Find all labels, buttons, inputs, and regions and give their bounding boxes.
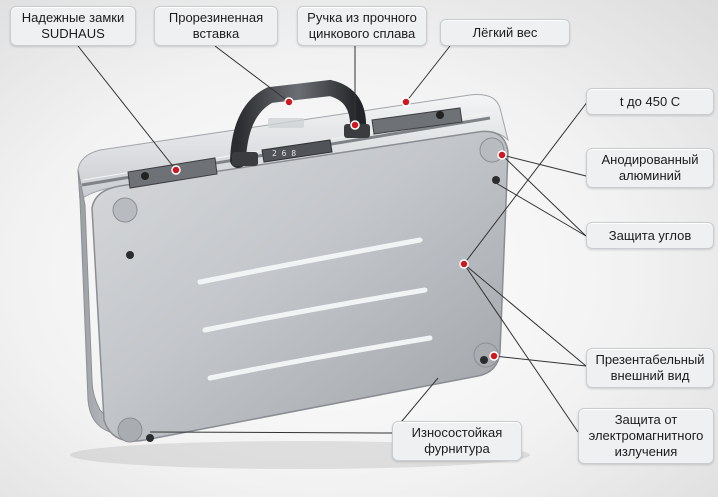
callout-anodized: Анодированный алюминий — [586, 148, 714, 188]
callout-hardware: Износостойкая фурнитура — [392, 421, 522, 461]
rib-3 — [207, 335, 433, 381]
combination-digits: 2 6 8 — [272, 149, 296, 158]
markers — [171, 97, 507, 361]
callout-corner-protection: Защита углов — [586, 222, 714, 249]
handle — [230, 79, 370, 168]
corner-bottom-left — [117, 417, 143, 443]
corner-top-left — [112, 197, 138, 223]
leader-lines — [77, 45, 589, 434]
rib-1 — [197, 237, 423, 285]
callout-rubber-insert: Прорезиненная вставка — [154, 6, 278, 46]
rib-2 — [202, 287, 428, 333]
callout-temperature: t до 450 С — [586, 88, 714, 115]
combination-lock: 2 6 8 — [261, 139, 333, 163]
callout-emi-protection: Защита от электромагнитного излучения — [578, 408, 714, 464]
lock-right — [371, 107, 463, 135]
callout-handle: Ручка из прочного цинкового сплава — [297, 6, 427, 46]
callout-locks: Надежные замки SUDHAUS — [10, 6, 136, 46]
callout-presentable: Презентабельный внешний вид — [586, 348, 714, 388]
callout-light-weight: Лёгкий вес — [440, 19, 570, 46]
